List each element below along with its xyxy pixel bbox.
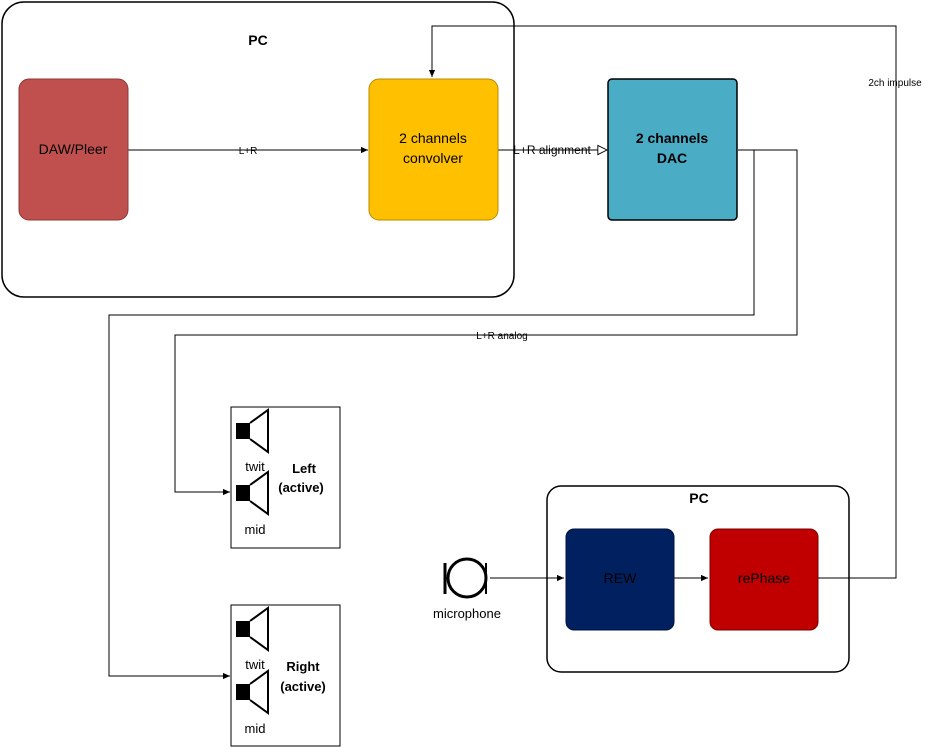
left-twit-label: twit [245, 459, 265, 474]
daw-to-convolver-label: L+R [239, 146, 258, 157]
dac-to-left-speaker-line [174, 149, 798, 496]
convolver-block[interactable]: 2 channels convolver [368, 78, 499, 221]
impulse-feedback-label: 2ch impulse [868, 78, 922, 89]
left-mid-speaker-icon [236, 470, 269, 516]
rephase-block[interactable]: rePhase [709, 528, 819, 631]
dac-label-line2: DAC [657, 150, 687, 166]
microphone-label: microphone [433, 606, 501, 621]
right-twit-speaker-icon [236, 606, 269, 652]
pc-bottom-title: PC [689, 490, 708, 506]
microphone-icon[interactable] [443, 557, 488, 599]
left-speaker-mode: (active) [278, 480, 324, 495]
left-twit-speaker-icon [236, 408, 269, 454]
convolver-to-dac-label: L+R alignment [513, 143, 591, 157]
convolver-label-line2: convolver [403, 150, 463, 166]
connections [108, 25, 897, 680]
right-twit-label: twit [245, 657, 265, 672]
left-speaker-group[interactable]: twit mid Left (active) [230, 406, 341, 549]
pc-group-bottom: PC [546, 485, 850, 673]
impulse-feedback-line [428, 25, 897, 579]
right-speaker-group[interactable]: twit mid Right (active) [230, 604, 341, 747]
dac-to-right-speaker-line [108, 149, 755, 680]
dac-label-line1: 2 channels [636, 130, 709, 146]
right-mid-label: mid [245, 721, 266, 736]
dac-block[interactable]: 2 channels DAC [607, 78, 738, 221]
pc-top-title: PC [248, 32, 267, 48]
left-mid-label: mid [245, 522, 266, 537]
daw-block[interactable]: DAW/Pleer [18, 78, 129, 221]
rew-label: REW [604, 570, 637, 586]
convolver-label-line1: 2 channels [399, 130, 467, 146]
daw-label: DAW/Pleer [39, 141, 108, 157]
right-speaker-name: Right [286, 659, 320, 674]
rew-block[interactable]: REW [565, 528, 675, 631]
right-speaker-mode: (active) [280, 679, 326, 694]
right-mid-speaker-icon [236, 669, 269, 715]
left-speaker-name: Left [292, 461, 317, 476]
dac-to-speakers-label: L+R analog [476, 331, 527, 342]
rephase-label: rePhase [738, 570, 790, 586]
